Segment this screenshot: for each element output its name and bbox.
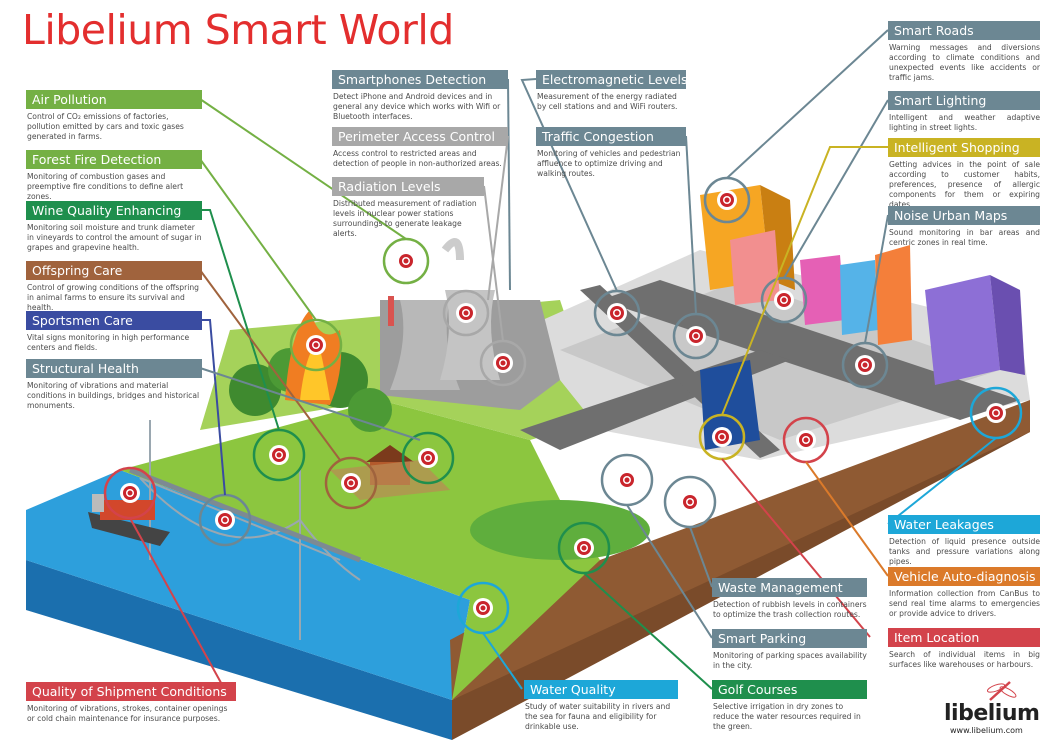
callout-structural-health-desc: Monitoring of vibrations and material co… (27, 381, 200, 410)
sensor-target-icon (614, 310, 620, 316)
sensor-target-icon (313, 342, 319, 348)
logo-name: libelium (944, 701, 1040, 726)
callout-vehicle-autodiagnosis-title: Vehicle Auto-diagnosis (888, 567, 1040, 586)
callout-perimeter-access-desc: Access control to restricted areas and d… (333, 149, 502, 168)
sensor-target-icon (719, 434, 725, 440)
callout-waste-management-title: Waste Management (712, 578, 867, 597)
callout-smart-roads-title: Smart Roads (888, 21, 1040, 40)
sensor-target-icon (803, 437, 809, 443)
callout-electromagnetic-levels: Electromagnetic Levels Measurement of th… (536, 70, 686, 112)
callout-forest-fire: Forest Fire Detection Monitoring of comb… (26, 150, 202, 202)
callout-traffic-congestion-desc: Monitoring of vehicles and pedestrian af… (537, 149, 681, 178)
callout-vehicle-autodiagnosis-desc: Information collection from CanBus to se… (889, 589, 1040, 618)
callout-intelligent-shopping-title: Intelligent Shopping (888, 138, 1040, 157)
callout-water-leakages: Water Leakages Detection of liquid prese… (888, 515, 1040, 567)
callout-item-location: Item Location Search of individual items… (888, 628, 1040, 670)
callout-quality-shipment-title: Quality of Shipment Conditions (26, 682, 236, 701)
sensor-target-icon (463, 310, 469, 316)
callout-smart-lighting-title: Smart Lighting (888, 91, 1040, 110)
callout-intelligent-shopping-desc: Getting advices in the point of sale acc… (889, 160, 1040, 209)
callout-radiation-levels: Radiation Levels Distributed measurement… (332, 177, 484, 239)
ground-block (120, 250, 1030, 740)
callout-electromagnetic-levels-desc: Measurement of the energy radiated by ce… (537, 92, 678, 111)
callout-golf-courses: Golf Courses Selective irrigation in dry… (712, 680, 867, 732)
sensor-target-icon (724, 197, 730, 203)
sensor-target-icon (348, 480, 354, 486)
callout-traffic-congestion-title: Traffic Congestion (536, 127, 686, 146)
callout-item-location-desc: Search of individual items in big surfac… (889, 650, 1040, 669)
callout-quality-shipment-desc: Monitoring of vibrations, strokes, conta… (27, 704, 228, 723)
callout-waste-management-desc: Detection of rubbish levels in container… (713, 600, 867, 619)
callout-golf-courses-desc: Selective irrigation in dry zones to red… (713, 702, 861, 731)
callout-sportsmen-care-title: Sportsmen Care (26, 311, 202, 330)
sensor-target-icon (862, 362, 868, 368)
callout-sportsmen-care-desc: Vital signs monitoring in high performan… (27, 333, 190, 352)
callout-smartphones-detection-desc: Detect iPhone and Android devices and in… (333, 92, 501, 121)
callout-offspring-care: Offspring Care Control of growing condit… (26, 261, 202, 313)
callout-waste-management: Waste Management Detection of rubbish le… (712, 578, 867, 620)
callout-quality-shipment: Quality of Shipment Conditions Monitorin… (26, 682, 236, 724)
callout-smartphones-detection: Smartphones Detection Detect iPhone and … (332, 70, 508, 122)
callout-radiation-levels-desc: Distributed measurement of radiation lev… (333, 199, 477, 238)
callout-smart-parking: Smart Parking Monitoring of parking spac… (712, 629, 867, 671)
dragonfly-logo-icon (986, 681, 1017, 701)
callout-air-pollution-desc: Control of CO₂ emissions of factories, p… (27, 112, 184, 141)
callout-smart-lighting: Smart Lighting Intelligent and weather a… (888, 91, 1040, 133)
page-title: Libelium Smart World (22, 6, 454, 54)
callout-water-leakages-title: Water Leakages (888, 515, 1040, 534)
callout-water-quality-title: Water Quality (524, 680, 678, 699)
callout-smart-roads: Smart Roads Warning messages and diversi… (888, 21, 1040, 83)
sensor-target-icon (276, 452, 282, 458)
sensor-target-icon (480, 605, 486, 611)
callout-air-pollution-title: Air Pollution (26, 90, 202, 109)
callout-perimeter-access: Perimeter Access Control Access control … (332, 127, 508, 169)
callout-forest-fire-title: Forest Fire Detection (26, 150, 202, 169)
leader-lines (129, 29, 997, 691)
libelium-logo: libelium www.libelium.com (944, 681, 1040, 735)
sensor-target-icon (781, 297, 787, 303)
callout-smart-parking-desc: Monitoring of parking spaces availabilit… (713, 651, 867, 670)
sensor-target-icon (500, 360, 506, 366)
callout-smart-lighting-desc: Intelligent and weather adaptive lightin… (889, 113, 1040, 132)
callout-noise-urban-maps-title: Noise Urban Maps (888, 206, 1040, 225)
sensor-target-icon (693, 333, 699, 339)
sensor-target-icon (993, 410, 999, 416)
callout-intelligent-shopping: Intelligent Shopping Getting advices in … (888, 138, 1040, 210)
callout-sportsmen-care: Sportsmen Care Vital signs monitoring in… (26, 311, 202, 353)
callout-wine-quality-desc: Monitoring soil moisture and trunk diame… (27, 223, 202, 252)
callout-water-quality: Water Quality Study of water suitability… (524, 680, 678, 732)
callout-water-leakages-desc: Detection of liquid presence outside tan… (889, 537, 1040, 566)
sensor-target-icon (222, 517, 228, 523)
callout-noise-urban-maps-desc: Sound monitoring in bar areas and centri… (889, 228, 1040, 247)
sensor-target-icon (403, 258, 409, 264)
callout-offspring-care-title: Offspring Care (26, 261, 202, 280)
callout-electromagnetic-levels-title: Electromagnetic Levels (536, 70, 686, 89)
callout-smart-roads-desc: Warning messages and diversions accordin… (889, 43, 1040, 82)
callout-golf-courses-title: Golf Courses (712, 680, 867, 699)
logo-url: www.libelium.com (950, 726, 1023, 735)
callout-perimeter-access-title: Perimeter Access Control (332, 127, 508, 146)
callout-air-pollution: Air Pollution Control of CO₂ emissions o… (26, 90, 202, 142)
sensor-target-icon (425, 455, 431, 461)
callout-noise-urban-maps: Noise Urban Maps Sound monitoring in bar… (888, 206, 1040, 248)
callout-vehicle-autodiagnosis: Vehicle Auto-diagnosis Information colle… (888, 567, 1040, 619)
callout-wine-quality: Wine Quality Enhancing Monitoring soil m… (26, 201, 202, 253)
callout-forest-fire-desc: Monitoring of combustion gases and preem… (27, 172, 184, 201)
sensor-target-icon (581, 545, 587, 551)
sensor-target-icons (120, 190, 1006, 618)
callout-smart-parking-title: Smart Parking (712, 629, 867, 648)
callout-traffic-congestion: Traffic Congestion Monitoring of vehicle… (536, 127, 686, 179)
sensor-target-icon (127, 490, 133, 496)
callout-offspring-care-desc: Control of growing conditions of the off… (27, 283, 199, 312)
callout-wine-quality-title: Wine Quality Enhancing (26, 201, 202, 220)
sensor-target-icon (624, 477, 630, 483)
callout-radiation-levels-title: Radiation Levels (332, 177, 484, 196)
callout-water-quality-desc: Study of water suitability in rivers and… (525, 702, 671, 731)
callout-smartphones-detection-title: Smartphones Detection (332, 70, 508, 89)
callout-item-location-title: Item Location (888, 628, 1040, 647)
sensor-target-icon (687, 499, 693, 505)
callout-structural-health-title: Structural Health (26, 359, 202, 378)
callout-structural-health: Structural Health Monitoring of vibratio… (26, 359, 202, 411)
